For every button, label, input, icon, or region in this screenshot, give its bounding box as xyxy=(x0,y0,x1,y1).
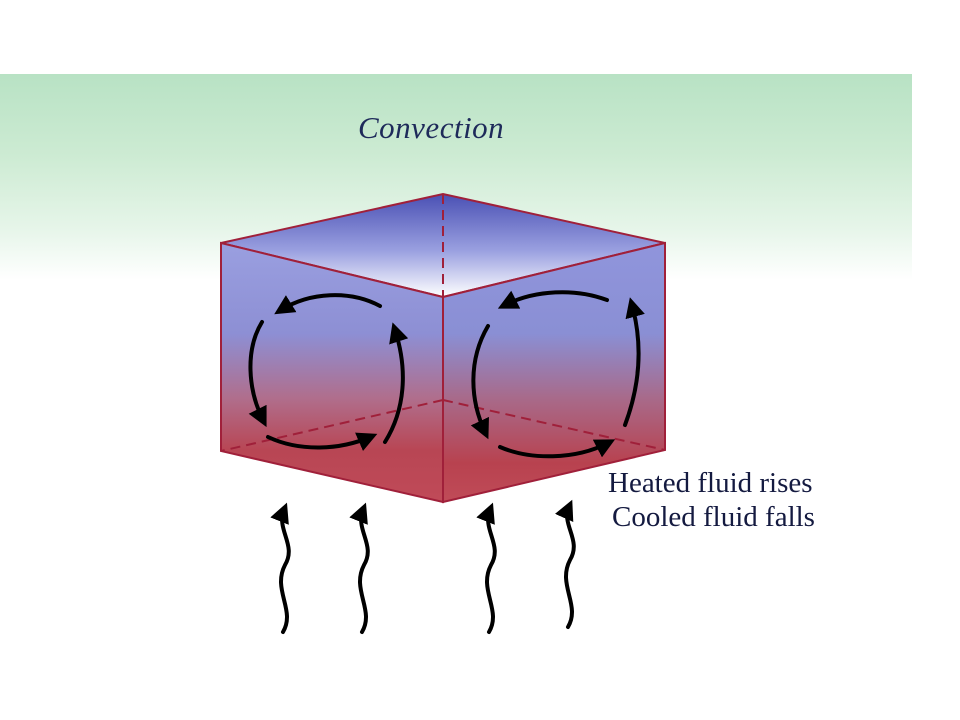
wavy-up-arrow-icon xyxy=(487,510,495,632)
caption-heated: Heated fluid rises xyxy=(600,466,900,500)
caption-cooled: Cooled fluid falls xyxy=(600,500,900,534)
wavy-up-arrow-icon xyxy=(360,510,368,632)
wavy-up-arrow-icon xyxy=(566,507,574,627)
caption: Heated fluid rises Cooled fluid falls xyxy=(600,466,900,534)
wavy-up-arrow-icon xyxy=(281,510,289,632)
cube xyxy=(221,194,665,502)
heat-arrows xyxy=(281,507,574,632)
